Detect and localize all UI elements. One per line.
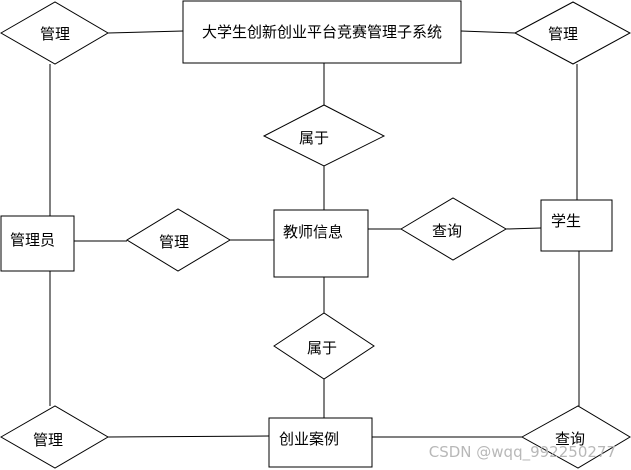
entity-teacher-info: 教师信息 (273, 209, 369, 278)
relationship-query-bottom-right: 查询 (520, 405, 631, 469)
entity-system: 大学生创新创业平台竞赛管理子系统 (182, 0, 462, 64)
relationship-manage-top-left-label: 管理 (40, 25, 70, 43)
entity-teacher-info-label: 教师信息 (283, 223, 343, 241)
relationship-query-mid: 查询 (400, 197, 507, 261)
entity-case-label: 创业案例 (279, 430, 339, 448)
relationship-manage-top-right-label: 管理 (548, 25, 578, 43)
entity-case: 创业案例 (268, 417, 373, 468)
relationship-belong-bottom-label: 属于 (307, 339, 337, 357)
relationship-belong-bottom: 属于 (273, 312, 375, 380)
relationship-manage-bottom-left-label: 管理 (33, 431, 63, 449)
relationship-manage-mid: 管理 (126, 208, 231, 272)
watermark: CSDN @wqq_992250277 (429, 443, 616, 462)
entity-student: 学生 (540, 199, 613, 252)
relationship-manage-top-right: 管理 (513, 1, 631, 65)
edge-manage-system (107, 30, 184, 34)
edge-manage-case (107, 435, 270, 438)
edge-system-manage-right (460, 30, 516, 34)
relationship-query-bottom-right-label: 查询 (555, 430, 585, 448)
relationship-manage-top-left: 管理 (0, 1, 109, 65)
entity-admin: 管理员 (0, 215, 75, 272)
edge-query-student (505, 227, 542, 230)
entity-admin-label: 管理员 (10, 231, 55, 249)
relationship-belong-top: 属于 (262, 104, 386, 167)
entity-student-label: 学生 (551, 212, 581, 230)
entity-system-label: 大学生创新创业平台竞赛管理子系统 (202, 23, 442, 41)
relationship-manage-bottom-left: 管理 (0, 405, 109, 469)
edges (49, 30, 580, 438)
relationship-belong-top-label: 属于 (299, 129, 329, 147)
relationship-manage-mid-label: 管理 (159, 233, 189, 251)
relationship-query-mid-label: 查询 (432, 222, 462, 240)
